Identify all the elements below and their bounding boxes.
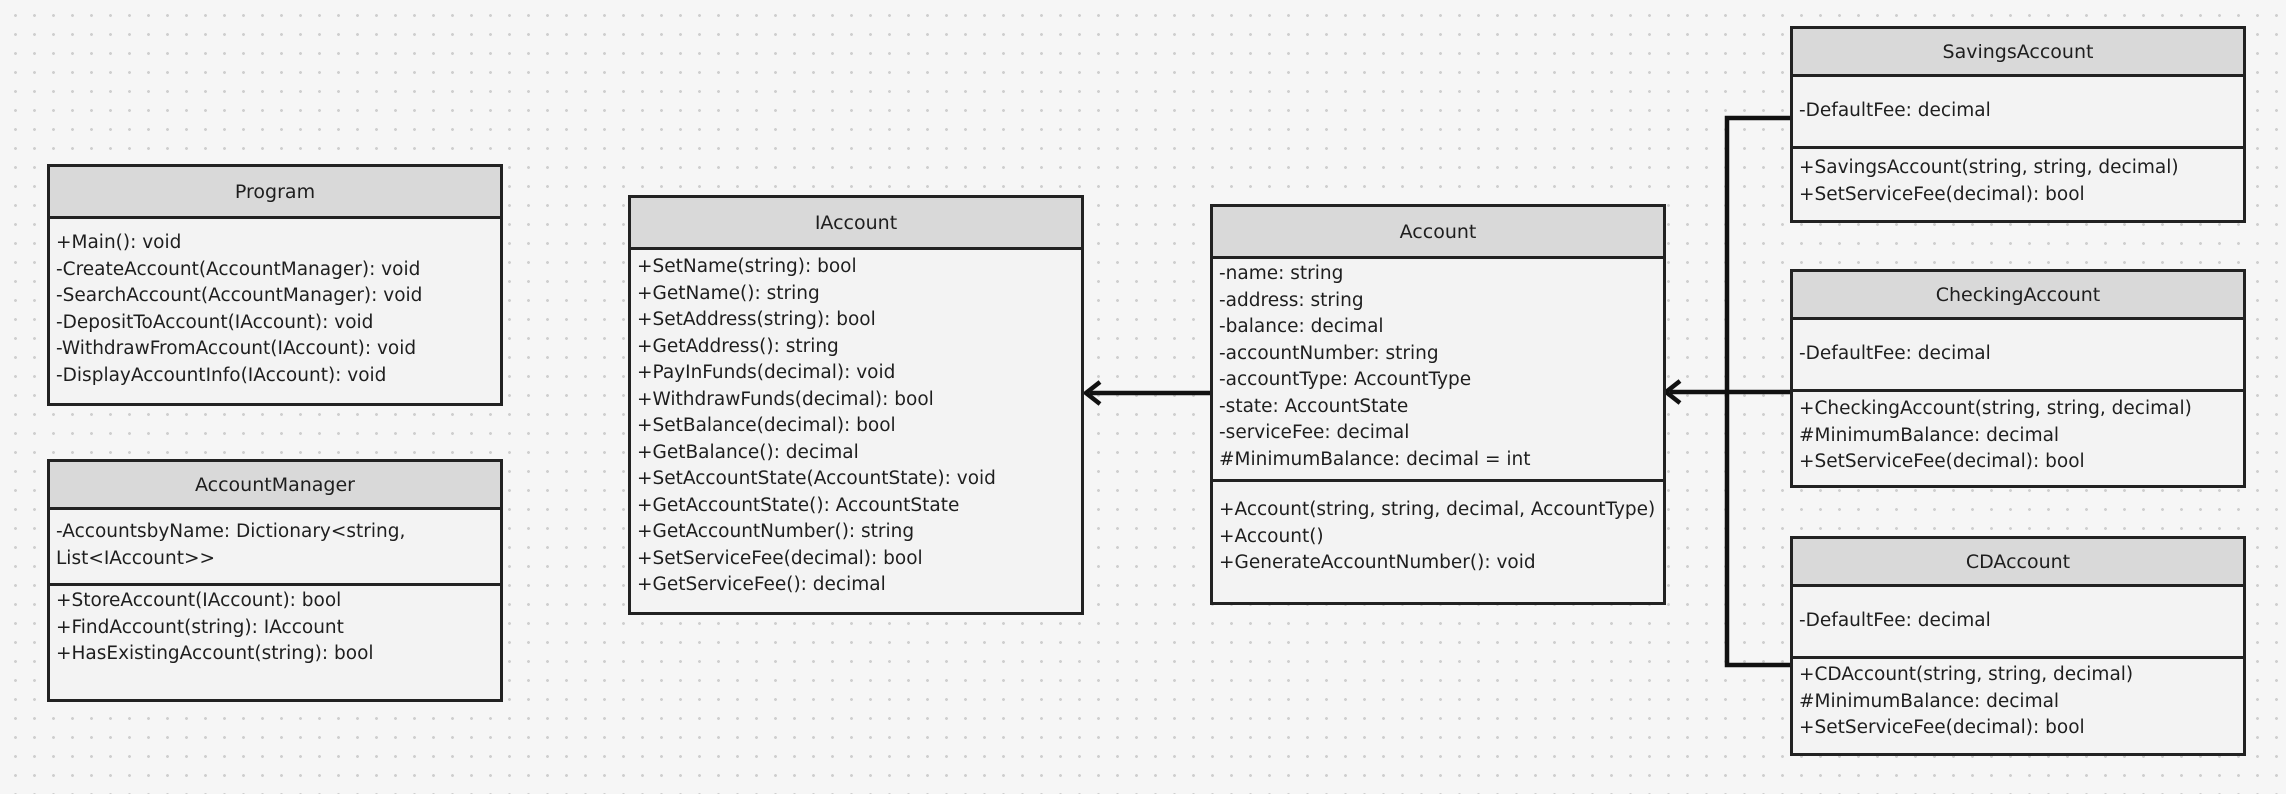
- attributes-section: -DefaultFee: decimal: [1793, 77, 2243, 149]
- methods-section: +SetName(string): bool +GetName(): strin…: [631, 250, 1081, 599]
- methods-section: +Account(string, string, decimal, Accoun…: [1213, 482, 1663, 577]
- class-name: IAccount: [631, 198, 1081, 250]
- method: +Account(): [1219, 525, 1324, 547]
- class-account-manager[interactable]: AccountManager -AccountsbyName: Dictiona…: [47, 459, 503, 702]
- method: +GetAccountState(): AccountState: [637, 494, 960, 516]
- attribute: -AccountsbyName: Dictionary<string, List…: [56, 521, 406, 569]
- iaccount-arrowhead: [1082, 380, 1102, 406]
- method: +StoreAccount(IAccount): bool: [56, 590, 342, 611]
- method: +SetServiceFee(decimal): bool: [1799, 451, 2085, 472]
- method: -DepositToAccount(IAccount): void: [56, 311, 374, 333]
- methods-section: +SavingsAccount(string, string, decimal)…: [1793, 149, 2243, 208]
- methods-section: +StoreAccount(IAccount): bool +FindAccou…: [50, 586, 500, 668]
- method: +SavingsAccount(string, string, decimal): [1799, 157, 2179, 178]
- method: +GetServiceFee(): decimal: [637, 574, 886, 595]
- method: +GetBalance(): decimal: [637, 441, 859, 463]
- method: +CDAccount(string, string, decimal): [1799, 664, 2134, 685]
- attribute: #MinimumBalance: decimal = int: [1219, 448, 1531, 470]
- method: +SetBalance(decimal): bool: [637, 415, 896, 436]
- class-name: CDAccount: [1793, 539, 2243, 587]
- attribute: -address: string: [1219, 289, 1364, 311]
- method: -DisplayAccountInfo(IAccount): void: [56, 364, 387, 386]
- attribute: -DefaultFee: decimal: [1799, 343, 1991, 365]
- method: +SetServiceFee(decimal): bool: [1799, 717, 2085, 738]
- method: -CreateAccount(AccountManager): void: [56, 258, 421, 280]
- method: +FindAccount(string): IAccount: [56, 616, 344, 638]
- attribute: -name: string: [1219, 263, 1344, 284]
- method: +CheckingAccount(string, string, decimal…: [1799, 398, 2192, 419]
- attribute: -serviceFee: decimal: [1219, 422, 1410, 443]
- attribute: -state: AccountState: [1219, 395, 1409, 417]
- interface-iaccount[interactable]: IAccount +SetName(string): bool +GetName…: [628, 195, 1084, 615]
- attributes-section: -name: string -address: string -balance:…: [1213, 259, 1663, 482]
- method: -SearchAccount(AccountManager): void: [56, 285, 423, 306]
- class-program[interactable]: Program +Main(): void -CreateAccount(Acc…: [47, 164, 503, 406]
- method: +WithdrawFunds(decimal): bool: [637, 388, 934, 410]
- methods-section: +CheckingAccount(string, string, decimal…: [1793, 392, 2243, 476]
- attribute: -accountNumber: string: [1219, 342, 1439, 364]
- methods-section: +Main(): void -CreateAccount(AccountMana…: [50, 167, 500, 389]
- method: +HasExistingAccount(string): bool: [56, 643, 374, 664]
- account-arrowhead: [1662, 379, 1682, 405]
- attributes-section: -AccountsbyName: Dictionary<string, List…: [50, 510, 500, 586]
- methods-section: +CDAccount(string, string, decimal) #Min…: [1793, 659, 2243, 742]
- method: +SetServiceFee(decimal): bool: [637, 547, 923, 569]
- class-name: Account: [1213, 207, 1663, 259]
- class-checking-account[interactable]: CheckingAccount -DefaultFee: decimal +Ch…: [1790, 269, 2246, 488]
- attribute: -balance: decimal: [1219, 316, 1384, 337]
- attribute: -DefaultFee: decimal: [1799, 610, 1991, 632]
- method: +SetName(string): bool: [637, 256, 857, 277]
- attributes-section: -DefaultFee: decimal: [1793, 587, 2243, 659]
- method: +SetAddress(string): bool: [637, 309, 876, 330]
- method: #MinimumBalance: decimal: [1799, 690, 2060, 712]
- class-name: AccountManager: [50, 462, 500, 510]
- class-name: CheckingAccount: [1793, 272, 2243, 320]
- attribute: -accountType: AccountType: [1219, 369, 1472, 390]
- method: #MinimumBalance: decimal: [1799, 424, 2060, 446]
- method: +Account(string, string, decimal, Accoun…: [1219, 499, 1656, 520]
- method: +GetAccountNumber(): string: [637, 521, 915, 542]
- class-cd-account[interactable]: CDAccount -DefaultFee: decimal +CDAccoun…: [1790, 536, 2246, 756]
- method: +PayInFunds(decimal): void: [637, 362, 896, 383]
- method: +GetName(): string: [637, 282, 820, 304]
- method: +SetServiceFee(decimal): bool: [1799, 183, 2085, 205]
- method: +GetAddress(): string: [637, 335, 839, 357]
- class-savings-account[interactable]: SavingsAccount -DefaultFee: decimal +Sav…: [1790, 26, 2246, 223]
- class-name: SavingsAccount: [1793, 29, 2243, 77]
- class-account[interactable]: Account -name: string -address: string -…: [1210, 204, 1666, 605]
- method: +GenerateAccountNumber(): void: [1219, 552, 1536, 573]
- attributes-section: -DefaultFee: decimal: [1793, 320, 2243, 392]
- method: -WithdrawFromAccount(IAccount): void: [56, 338, 417, 359]
- attribute: -DefaultFee: decimal: [1799, 100, 1991, 122]
- method: +SetAccountState(AccountState): void: [637, 468, 996, 489]
- class-name: Program: [50, 167, 500, 219]
- method: +Main(): void: [56, 232, 182, 253]
